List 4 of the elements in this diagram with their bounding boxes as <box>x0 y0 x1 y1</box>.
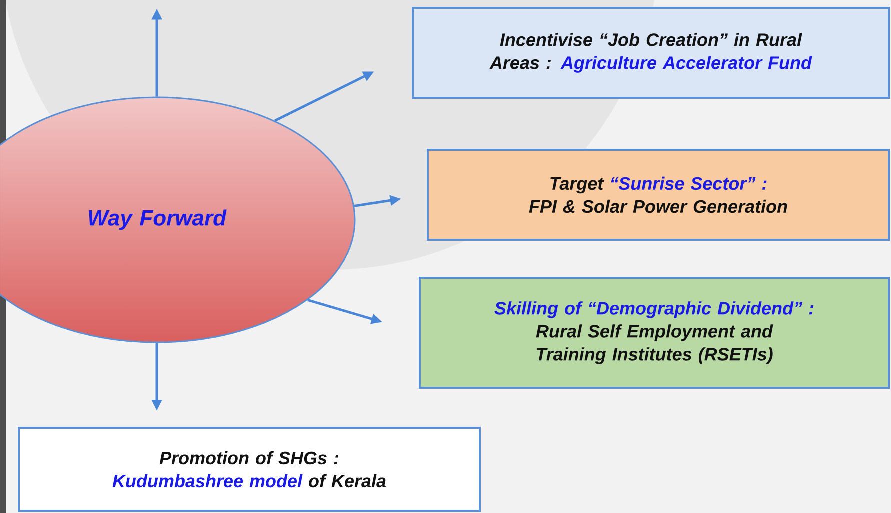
process-box: Incentivise “Job Creation” in Rural Areas : Agriculture Accelerator Fund <box>412 7 890 99</box>
process-box: Skilling of “Demographic Dividend” : Rural Self Employment and Training Institutes (RSETIs) <box>419 277 890 389</box>
process-box: Target “Sunrise Sector” : FPI & Solar Power Generation <box>427 149 890 241</box>
process-box: Promotion of SHGs : Kudumbashree model of Kerala <box>18 427 481 512</box>
